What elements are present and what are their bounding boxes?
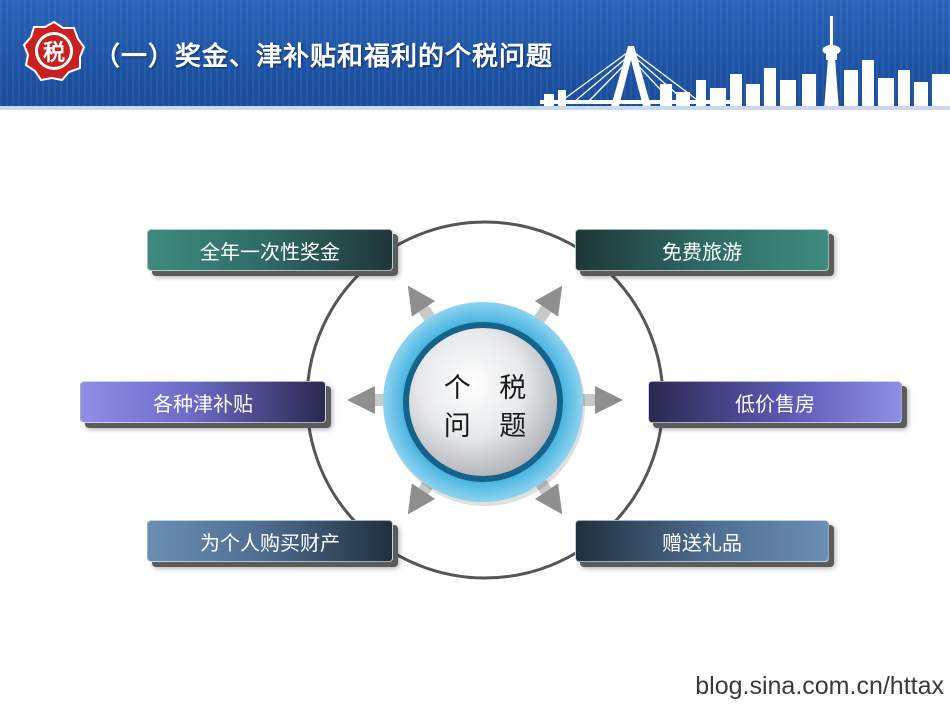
banner-divider [0, 106, 950, 110]
page-title: （一）奖金、津补贴和福利的个税问题 [94, 42, 554, 72]
node-annual-bonus: 全年一次性奖金 [147, 229, 393, 271]
node-allowances: 各种津补贴 [80, 381, 326, 423]
node-property-purchase: 为个人购买财产 [147, 520, 393, 562]
logo-character: 税 [43, 40, 65, 66]
center-hub [383, 302, 585, 506]
node-low-price-housing: 低价售房 [648, 381, 902, 423]
node-free-travel: 免费旅游 [575, 229, 829, 271]
center-label-line2: 问 题 [443, 411, 537, 442]
node-gifts: 赠送礼品 [575, 520, 829, 562]
center-label-line1: 个 税 [443, 373, 537, 404]
city-skyline-icon [540, 16, 950, 110]
source-watermark: blog.sina.com.cn/httax [695, 672, 944, 700]
center-label: 个 税 问 题 [432, 365, 538, 451]
header-banner: 税 （一）奖金、津补贴和福利的个税问题 [0, 0, 950, 110]
tax-logo-icon: 税 [22, 20, 86, 82]
